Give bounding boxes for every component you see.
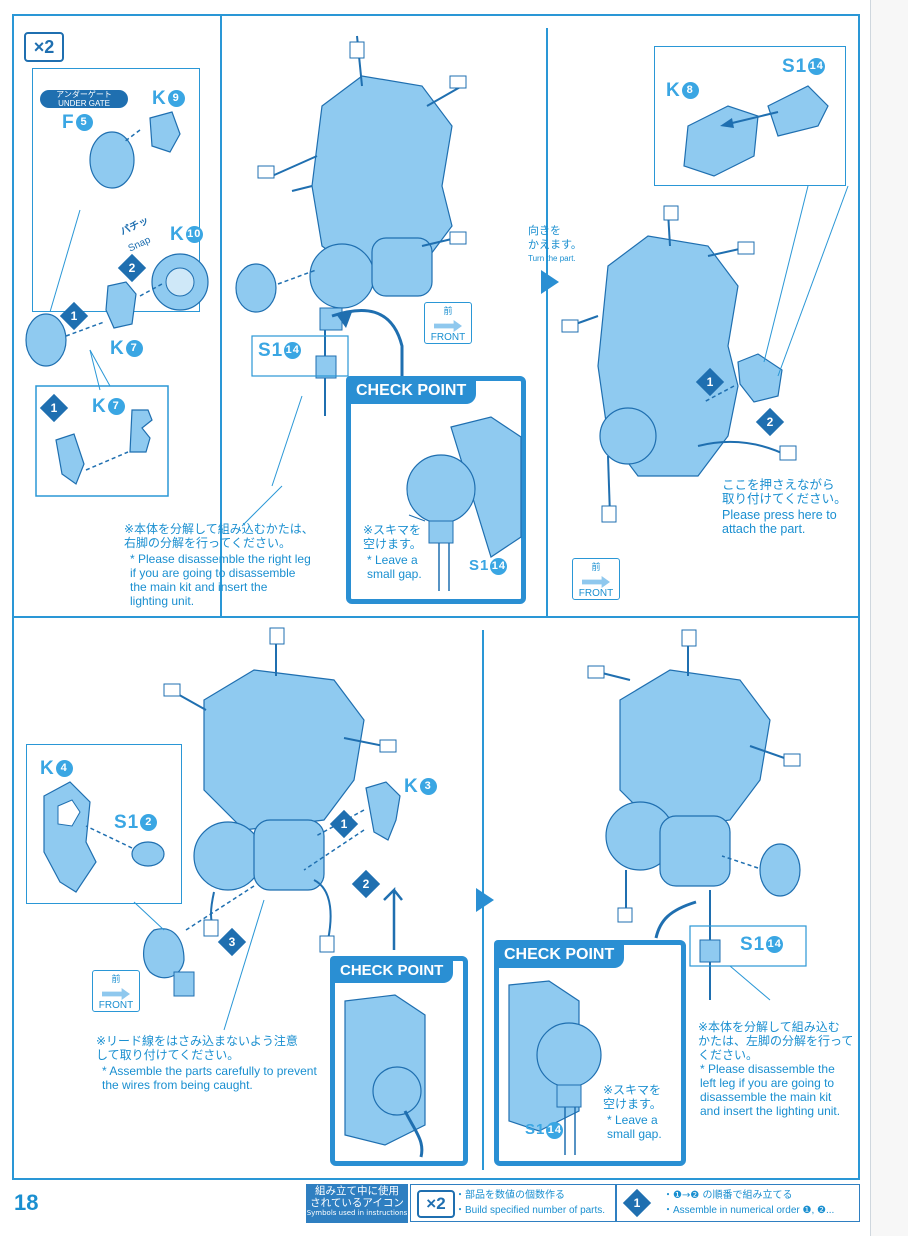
step-1-number: 1 (706, 375, 714, 389)
order-legend-jp: ・❶→❷ の順番で組み立てる (663, 1190, 793, 1201)
leg-note-en: * Please disassemble the left leg if you… (700, 1062, 841, 1118)
turn-arrow (541, 270, 559, 294)
note-en: * Please disassemble the right leg if yo… (130, 552, 311, 608)
check-point-drawing (508, 980, 602, 1155)
divider (220, 14, 222, 616)
gap-note-en: * Leave a small gap. (367, 553, 422, 581)
panel5-drawing (587, 629, 807, 1001)
wire-note-en: * Assemble the parts carefully to preven… (102, 1064, 317, 1092)
step-1-number: 1 (50, 401, 58, 415)
x2-badge: ×2 (417, 1190, 455, 1218)
gap-note-en: * Leave a small gap. (607, 1113, 662, 1141)
gap-note-jp: ※スキマを 空けます。 (363, 523, 422, 551)
front-indicator: 前 FRONT (572, 558, 620, 600)
x2-legend-jp: ・部品を数値の個数作る (455, 1190, 565, 1201)
next-step-arrow (476, 888, 494, 912)
note-jp: ※本体を分解して組み込むかたは、 右脚の分解を行ってください。 (124, 522, 314, 550)
press-note-en: Please press here to attach the part. (722, 508, 837, 536)
instruction-frame (12, 14, 860, 1180)
check-point-title: CHECK POINT (330, 956, 454, 983)
wire-note-jp: ※リード線をはさみ込まないよう注意 して取り付けてください。 (96, 1034, 298, 1062)
legend-x2: ×2 ・部品を数値の個数作る ・Build specified number o… (410, 1184, 616, 1222)
panel4-drawing (43, 627, 403, 1031)
step-2-number: 2 (362, 877, 370, 891)
check-point-box: CHECK POINT ※スキマを 空けます。 * Leave a small … (494, 940, 686, 1166)
page-number: 18 (14, 1190, 39, 1215)
leg-note-jp: ※本体を分解して組み込む かたは、左脚の分解を行って ください。 (698, 1020, 854, 1062)
gap-note-jp: ※スキマを 空けます。 (603, 1083, 662, 1111)
legend-order: 1 ・❶→❷ の順番で組み立てる ・Assemble in numerical … (616, 1184, 860, 1222)
x2-legend-en: ・Build specified number of parts. (455, 1205, 606, 1216)
step-2-number: 2 (128, 261, 136, 275)
check-point-title: CHECK POINT (346, 376, 477, 404)
turn-note-en: Turn the part. (528, 254, 576, 263)
check-point-drawing (344, 994, 426, 1158)
divider (12, 616, 860, 618)
front-indicator: 前 FRONT (424, 302, 472, 344)
icon-legend-title: 組み立て中に使用 されているアイコン Symbols used in instr… (306, 1184, 408, 1223)
step-1-number: 1 (70, 309, 78, 323)
order-number: 1 (633, 1196, 641, 1210)
check-point-box: CHECK POINT (330, 956, 468, 1166)
turn-note-jp: 向きを かえます。 (528, 224, 582, 251)
press-note-jp: ここを押さえながら 取り付けてください。 (722, 477, 847, 506)
check-point-box: CHECK POINT ※スキマを 空けます。 * Leave a small … (346, 376, 526, 604)
step-3-number: 3 (228, 935, 236, 949)
panel3-drawing (561, 85, 849, 523)
order-legend-en: ・Assemble in numerical order ❶, ❷... (663, 1205, 835, 1216)
step-1-number: 1 (340, 817, 348, 831)
front-indicator: 前 FRONT (92, 970, 140, 1012)
next-page-edge (870, 0, 908, 1236)
under-gate-badge: アンダーゲート UNDER GATE (40, 90, 128, 108)
panel2-drawing (235, 35, 467, 527)
x2-badge: ×2 (24, 32, 64, 62)
divider (546, 28, 548, 616)
check-point-drawing (406, 416, 522, 591)
check-point-title: CHECK POINT (494, 940, 625, 968)
step-2-number: 2 (766, 415, 774, 429)
